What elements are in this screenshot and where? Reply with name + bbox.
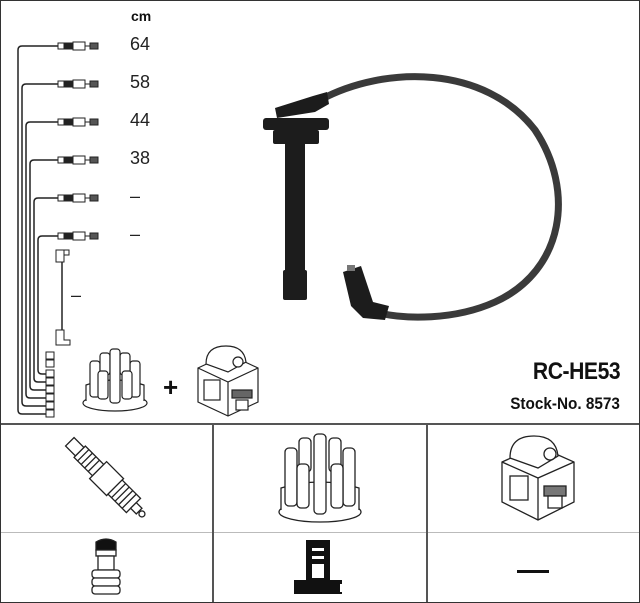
coil-lead-length: –: [71, 285, 82, 305]
ignition-coil-icon: [197, 345, 259, 417]
length-value-6: –: [130, 224, 141, 244]
spark-plug-icon: [64, 436, 146, 518]
column-divider-1: [212, 424, 214, 602]
row-divider: [1, 532, 639, 533]
length-value-1: 64: [130, 34, 151, 54]
length-unit-label: cm: [131, 8, 152, 24]
length-value-4: 38: [130, 148, 151, 168]
length-value-2: 58: [130, 72, 151, 92]
plug-boot-connector-icon: [91, 538, 121, 595]
ignition-lead-photo-icon: [263, 73, 562, 321]
stock-number: Stock-No. 8573: [510, 394, 620, 413]
length-value-5: –: [130, 186, 141, 206]
no-connector-dash: [517, 570, 549, 573]
ignition-leads-schematic-icon: [17, 41, 99, 418]
product-code: RC-HE53: [532, 358, 621, 385]
plus-sign: +: [163, 372, 179, 402]
distributor-cap-icon: [82, 348, 148, 412]
distributor-cap-large-icon: [278, 433, 362, 523]
section-divider: [1, 423, 639, 425]
length-value-3: 44: [130, 110, 151, 130]
column-divider-2: [426, 424, 428, 602]
ignition-coil-large-icon: [501, 435, 575, 521]
cap-terminal-connector-icon: [294, 540, 342, 594]
